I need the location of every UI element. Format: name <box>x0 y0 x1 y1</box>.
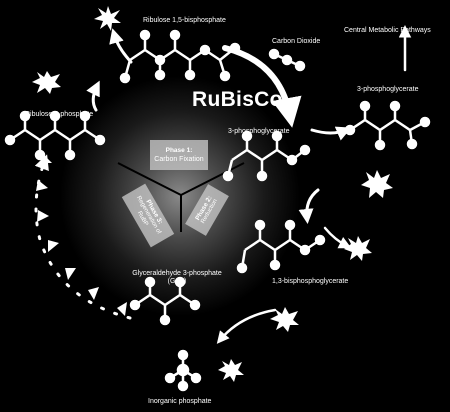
label-3pga-center: 3-phosphoglycerate <box>228 128 290 135</box>
arrow-icon <box>109 28 133 64</box>
label-inorganic-phosphate: Inorganic phosphate <box>148 398 212 405</box>
starburst-icon <box>270 307 299 332</box>
phase-1-desc: Carbon Fixation <box>154 156 204 163</box>
label-g3p: Glyceraldehyde 3-phosphate (G3P) <box>132 270 222 286</box>
starburst-icon <box>361 170 393 198</box>
label-carbon-dioxide: Carbon Dioxide <box>272 38 321 45</box>
arrow-icon <box>216 308 277 344</box>
label-g3p-line2: (G3P) <box>167 278 187 285</box>
molecule-icon <box>129 276 201 326</box>
label-3pga-right: 3-phosphoglycerate <box>357 86 419 93</box>
label-ribulose-5-phosphate: Ribulose 5-phosphate <box>25 111 94 118</box>
starburst-icon <box>218 359 244 382</box>
arrow-icon <box>298 188 320 224</box>
arrow-icon <box>323 226 352 249</box>
molecule-icon <box>344 100 431 151</box>
label-ribulose-bisphosphate: Ribulose 1,5-bisphosphate <box>143 17 226 24</box>
phase-1-box: Phase 1: Carbon Fixation <box>150 140 208 170</box>
label-central-metabolic-pathways: Central Metabolic Pathways <box>344 27 431 34</box>
arrow-icon <box>86 80 100 112</box>
label-g3p-line1: Glyceraldehyde 3-phosphate <box>132 270 222 277</box>
molecule-icon <box>268 48 306 72</box>
rubisco-title: RuBisCo <box>192 88 283 111</box>
label-bisphosphoglycerate: 1,3-bisphosphoglycerate <box>272 278 349 285</box>
arrow-icon <box>310 126 352 141</box>
phase-1-title: Phase 1: <box>165 147 193 154</box>
starburst-icon <box>94 6 121 31</box>
molecule-icon <box>164 349 202 392</box>
phase-dividers <box>117 162 245 232</box>
molecule-icon <box>222 130 311 182</box>
return-arc-chevrons <box>36 154 127 316</box>
starburst-icon <box>344 236 372 261</box>
molecule-icon <box>119 29 241 84</box>
molecule-icon <box>4 110 106 161</box>
starbursts <box>32 6 393 382</box>
molecules <box>4 29 431 392</box>
starburst-icon <box>32 71 61 94</box>
molecule-icon <box>236 219 326 274</box>
